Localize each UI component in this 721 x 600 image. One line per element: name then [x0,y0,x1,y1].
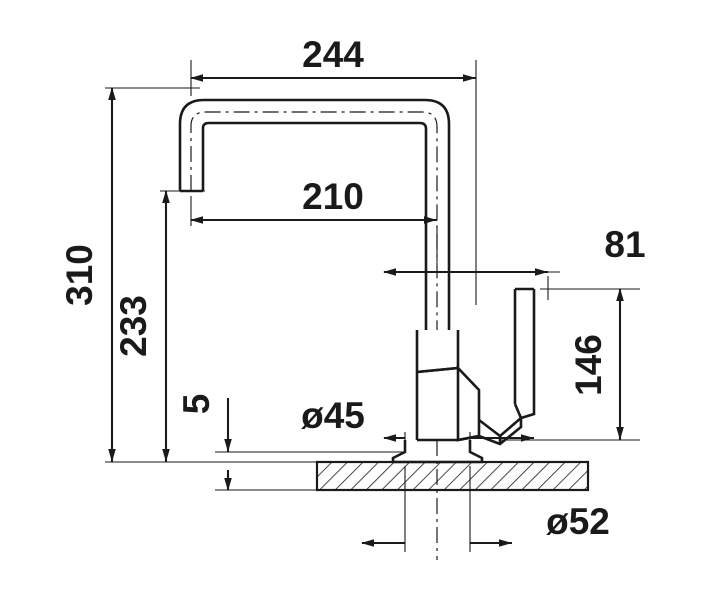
faucet-body [415,330,481,442]
dim-label-spout-height: 233 [113,295,154,357]
dim-label-hole-diameter: ø52 [546,501,610,542]
countertop-section [315,460,590,492]
faucet-handle [478,287,536,446]
dim-label-handle-height: 146 [568,334,609,396]
dim-label-spout-reach: 210 [302,176,364,217]
dim-label-handle-offset: 81 [604,224,645,265]
spout-centerline [190,111,438,330]
dim-label-base-thickness: 5 [176,394,217,415]
dim-label-base-diameter: ø45 [301,395,365,436]
dim-label-overall-width: 244 [302,34,364,75]
dim-label-overall-height: 310 [59,244,100,306]
dimension-lines [108,74,624,547]
